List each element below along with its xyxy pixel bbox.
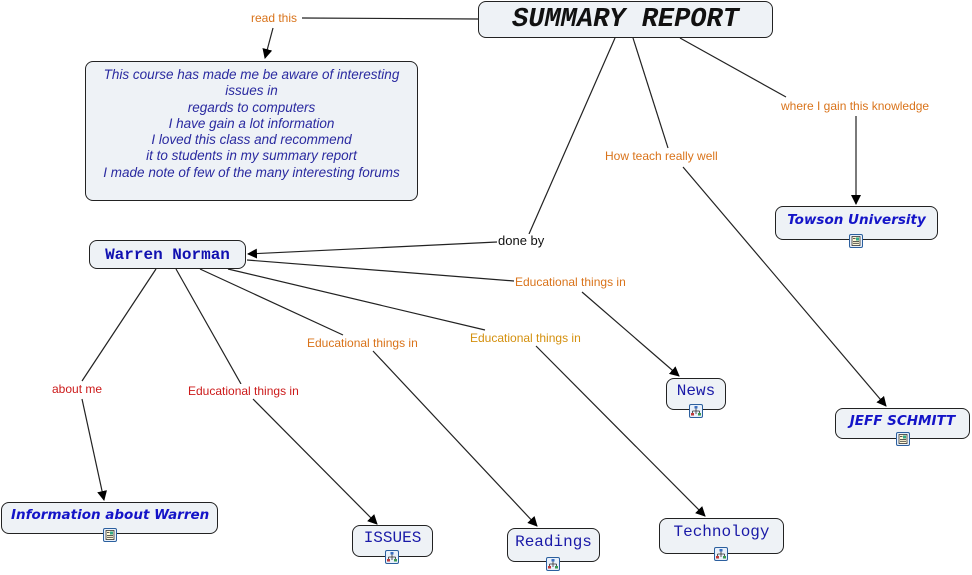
line-edureadings-readings: [372, 350, 538, 527]
link-label-how-teach: How teach really well: [604, 149, 719, 163]
node-readings[interactable]: Readings: [507, 528, 600, 562]
note-line: it to students in my summary report: [146, 148, 357, 164]
document-icon[interactable]: [849, 234, 863, 248]
line-warren-aboutme: [81, 268, 157, 382]
line-readthis-note: [262, 27, 274, 59]
line-edunews-news: [581, 291, 680, 377]
node-note[interactable]: This course has made me be aware of inte…: [85, 61, 418, 201]
link-label-where-gain: where I gain this knowledge: [780, 99, 931, 113]
concept-map-icon[interactable]: [546, 557, 560, 571]
line-warren-edureadings: [199, 268, 344, 336]
link-label-about-me: about me: [51, 382, 104, 396]
line-warren-edunews: [246, 259, 515, 282]
line-warren-eduissues: [175, 268, 242, 385]
node-information-about-warren-label: Information about Warren: [11, 507, 210, 523]
note-line: I have gain a lot information: [168, 115, 335, 131]
line-warren-edutech: [227, 268, 486, 331]
line-doneby-warren: [247, 241, 498, 259]
node-warren-norman[interactable]: Warren Norman: [89, 240, 246, 269]
node-technology-label: Technology: [673, 523, 770, 541]
link-label-read-this: read this: [250, 11, 299, 25]
line-edutech-technology: [535, 345, 706, 517]
concept-map-icon[interactable]: [689, 404, 703, 418]
line-summary-doneby: [528, 37, 616, 235]
note-line: I made note of few of the many interesti…: [103, 164, 400, 180]
line-summary-readthis: [301, 17, 479, 20]
link-label-edu-tech: Educational things in: [469, 331, 582, 345]
node-issues-label: ISSUES: [363, 529, 422, 547]
note-line: regards to computers: [187, 99, 316, 115]
link-label-done-by: done by: [497, 233, 546, 248]
link-label-edu-readings: Educational things in: [306, 336, 419, 350]
line-summary-howteach: [632, 37, 669, 149]
line-howteach-jeff: [682, 166, 887, 407]
concept-map-icon[interactable]: [385, 550, 399, 564]
node-summary-report-label: SUMMARY REPORT: [512, 4, 739, 35]
note-line: issues in: [225, 83, 278, 99]
document-icon[interactable]: [103, 528, 117, 542]
node-summary-report[interactable]: SUMMARY REPORT: [478, 1, 773, 38]
line-eduissues-issues: [252, 398, 378, 525]
node-towson-university-label: Towson University: [787, 212, 926, 228]
node-readings-label: Readings: [515, 533, 592, 551]
node-news-label: News: [676, 382, 716, 400]
node-warren-norman-label: Warren Norman: [105, 245, 230, 264]
note-line: I loved this class and recommend: [151, 132, 352, 148]
document-icon[interactable]: [896, 432, 910, 446]
line-aboutme-info: [81, 398, 107, 501]
node-jeff-schmitt-label: JEFF SCHMITT: [849, 413, 956, 429]
line-summary-wheregain: [679, 37, 787, 98]
concept-map-icon[interactable]: [714, 547, 728, 561]
link-label-edu-issues: Educational things in: [187, 384, 300, 398]
note-line: This course has made me be aware of inte…: [103, 67, 400, 82]
link-label-edu-news: Educational things in: [514, 275, 627, 289]
